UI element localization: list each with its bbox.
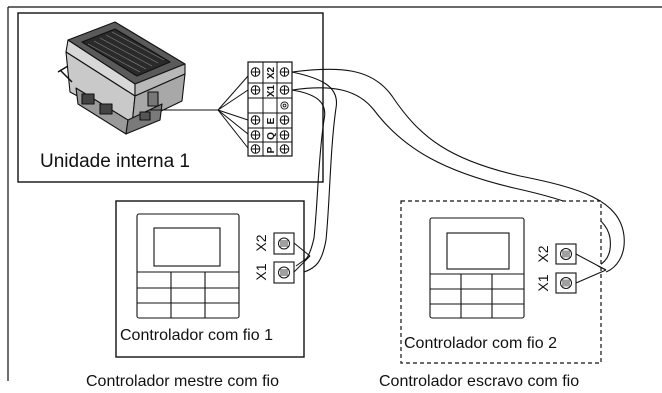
terminal-label-q: Q [266, 132, 277, 140]
terminal-label-p: P [266, 146, 277, 153]
terminal-label-x1: X1 [266, 84, 277, 97]
controller-1-box: X2 X1 Controlador com fio 1 [115, 200, 311, 358]
unit-to-terminal-wires [150, 75, 249, 149]
cassette-unit-icon [57, 21, 186, 135]
controller-2-terminal-x1: X1 [535, 274, 551, 291]
controller-2-device-icon [429, 217, 525, 319]
indoor-unit-box: X2 X1 E Q P Unidade interna 1 [17, 12, 324, 183]
controller-1-device-icon [136, 213, 240, 319]
controller-1-terminal-x2: X2 [253, 234, 269, 251]
cable-to-controller-2 [291, 68, 625, 273]
controller-1-terminal-x1: X1 [253, 263, 269, 280]
cable-to-controller-1 [291, 71, 338, 273]
terminal-screws [250, 67, 290, 154]
controller-1-terminal-block [273, 232, 311, 284]
controller-2-label: Controlador com fio 2 [404, 335, 557, 352]
terminal-label-e: E [266, 117, 277, 124]
terminal-label-x2: X2 [266, 66, 277, 79]
outer-frame [7, 6, 662, 381]
controller-2-terminal-x2: X2 [535, 245, 551, 262]
ground-icon [280, 101, 289, 110]
indoor-terminal-block: X2 X1 E Q P [247, 61, 293, 157]
controller-1-label: Controlador com fio 1 [120, 327, 273, 344]
controller-2-terminal-block [555, 243, 607, 294]
controller-2-box: X2 X1 Controlador com fio 2 [400, 200, 607, 364]
indoor-unit-label: Unidade interna 1 [40, 151, 190, 172]
controller-1-caption: Controlador mestre com fio [86, 373, 279, 390]
controller-2-caption: Controlador escravo com fio [379, 373, 579, 390]
